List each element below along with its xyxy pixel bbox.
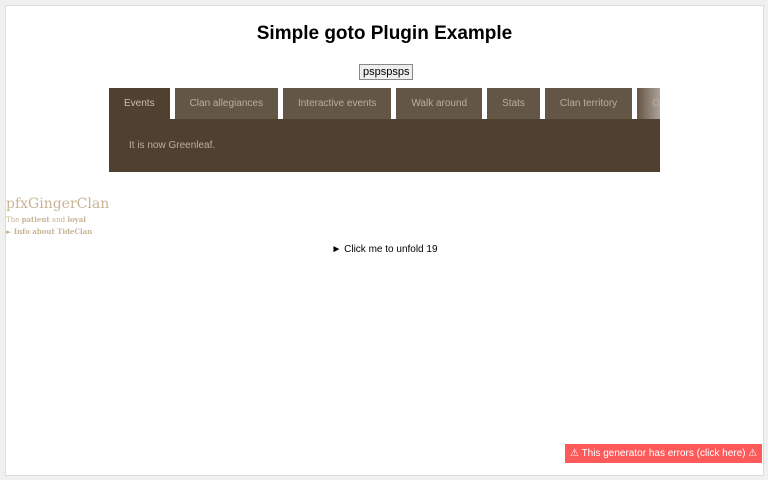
tab-interactive-events[interactable]: Interactive events [282, 88, 392, 119]
page: Simple goto Plugin Example pspspsps Even… [5, 5, 764, 476]
error-banner[interactable]: ⚠ This generator has errors (click here)… [565, 444, 763, 463]
unfold-toggle[interactable]: ► Click me to unfold 19 [331, 244, 438, 255]
tab-clan-territory[interactable]: Clan territory [544, 88, 633, 119]
page-title: Simple goto Plugin Example [256, 23, 513, 44]
tab-clan-allegiances[interactable]: Clan allegiances [174, 88, 278, 119]
tab-bar: Events Clan allegiances Interactive even… [109, 88, 660, 119]
tab-other[interactable]: Oth [637, 88, 660, 119]
tab-panel: It is now Greenleaf. [109, 119, 660, 172]
panel-text: It is now Greenleaf. [129, 140, 216, 151]
clan-info-toggle[interactable]: ► Info about TideClan [6, 227, 93, 236]
clan-info: pfxGingerClan The patient and loyal ► In… [6, 196, 109, 236]
clan-tagline: The patient and loyal [6, 215, 86, 224]
pspspsps-button[interactable]: pspspsps [359, 64, 414, 80]
tab-events[interactable]: Events [109, 88, 170, 119]
tab-stats[interactable]: Stats [487, 88, 540, 119]
clan-name: pfxGingerClan [6, 196, 110, 212]
tab-walk-around[interactable]: Walk around [396, 88, 483, 119]
